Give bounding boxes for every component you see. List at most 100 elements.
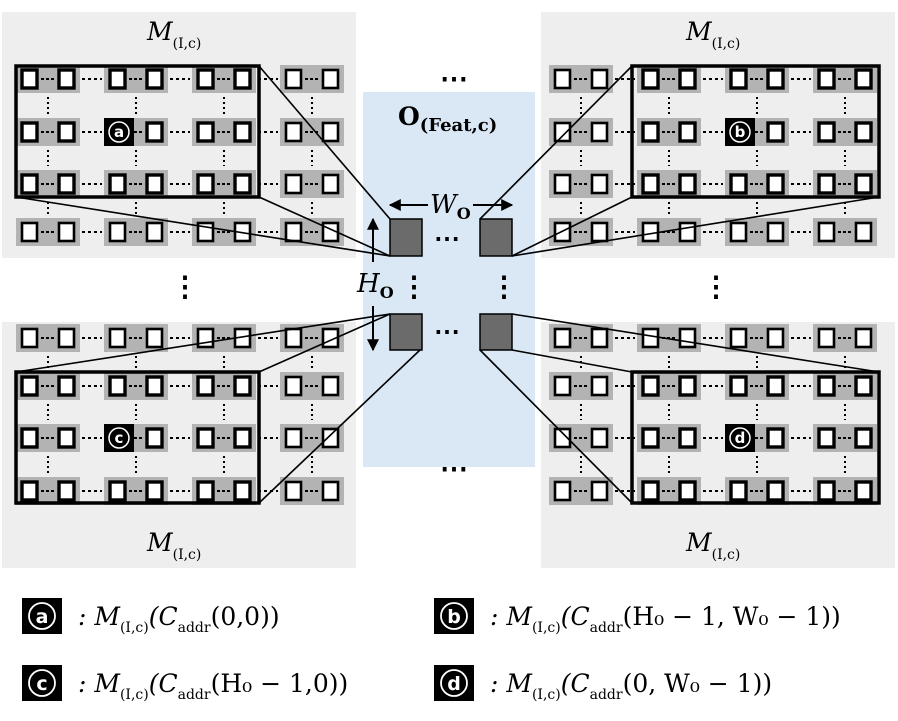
- memory-cell: [192, 372, 256, 400]
- marker-c: c: [104, 424, 134, 452]
- panel-label-bottom-left: M(I,c): [146, 528, 201, 563]
- projection-line: [258, 349, 421, 504]
- memory-cell: [725, 218, 789, 246]
- legend-item-a: a : M(I,c)(Caddr(0,0)): [22, 598, 280, 636]
- memory-cell: [104, 477, 168, 505]
- legend: a: M(I,c)(Caddr(0,0))b: M(I,c)(Caddr(H₀ …: [22, 598, 841, 703]
- legend-formula: : M(I,c)(Caddr(H₀ − 1, W₀ − 1)): [490, 602, 841, 636]
- receptive-field-box: [630, 64, 881, 199]
- memory-cell: [16, 424, 80, 452]
- legend-formula: : M(I,c)(Caddr(0,0)): [78, 602, 280, 636]
- memory-cell: [16, 170, 80, 198]
- memory-cell: [280, 477, 344, 505]
- legend-marker-letter: a: [36, 606, 49, 628]
- memory-cell: [280, 170, 344, 198]
- projection-line: [258, 313, 391, 373]
- memory-cell: [280, 65, 344, 93]
- memory-cell: [280, 372, 344, 400]
- memory-cell: [813, 372, 877, 400]
- marker-a: a: [104, 118, 134, 146]
- memory-cell: [280, 218, 344, 246]
- ellipsis-col-right: ⋮: [490, 270, 518, 303]
- ellipsis-row-bottom: ⋯: [434, 317, 460, 347]
- legend-formula: : M(I,c)(Caddr(0, W₀ − 1)): [490, 669, 772, 703]
- memory-cell: [549, 324, 613, 352]
- projection-line: [479, 349, 633, 504]
- memory-grids: a b c d: [14, 64, 881, 505]
- memory-cell: [725, 65, 789, 93]
- memory-cell: [549, 170, 613, 198]
- memory-cell: [104, 170, 168, 198]
- ellipsis-bottom: ⋯: [440, 452, 468, 485]
- memory-cell: [280, 118, 344, 146]
- memory-cell: [637, 424, 701, 452]
- memory-cell: [813, 218, 877, 246]
- projection-line: [511, 196, 633, 257]
- memory-cell: [104, 372, 168, 400]
- memory-cell: [549, 372, 613, 400]
- memory-cell: [16, 218, 80, 246]
- memory-cell: [549, 65, 613, 93]
- memory-cell: [637, 170, 701, 198]
- memory-cell: [549, 424, 613, 452]
- memory-cell: [813, 324, 877, 352]
- memory-cell: [104, 65, 168, 93]
- ellipsis-panel-left: ⋮: [171, 270, 199, 303]
- memory-cell: [637, 372, 701, 400]
- panel-label-bottom-right: M(I,c): [685, 528, 740, 563]
- svg-text:a: a: [114, 123, 124, 141]
- memory-cell: [813, 424, 877, 452]
- memory-cell: [104, 218, 168, 246]
- output-pixel-top-right: [479, 218, 513, 257]
- svg-text:b: b: [735, 123, 746, 141]
- memory-cell: [192, 477, 256, 505]
- memory-cell: [813, 65, 877, 93]
- memory-cell: [637, 218, 701, 246]
- memory-cell: [192, 324, 256, 352]
- projection-line: [511, 313, 880, 373]
- width-label: WO: [430, 190, 471, 223]
- memory-cell: [16, 324, 80, 352]
- panel-label-top-right: M(I,c): [685, 17, 740, 52]
- memory-cell: [725, 477, 789, 505]
- receptive-field-box: [630, 370, 881, 505]
- legend-item-d: d : M(I,c)(Caddr(0, W₀ − 1)): [434, 665, 772, 703]
- output-pixel-bottom-left: [389, 313, 423, 351]
- memory-cell: [813, 170, 877, 198]
- projection-line: [15, 313, 391, 373]
- memory-cell: [637, 118, 701, 146]
- marker-b: b: [725, 118, 755, 146]
- output-label: O(Feat,c): [398, 102, 497, 136]
- memory-cell: [549, 477, 613, 505]
- legend-marker-letter: c: [36, 673, 47, 695]
- projection-line: [258, 196, 391, 257]
- memory-cell: [192, 170, 256, 198]
- memory-cell: [192, 218, 256, 246]
- ellipsis-row-top: ⋯: [434, 224, 460, 254]
- projection-lines: [15, 65, 880, 504]
- marker-d: d: [725, 424, 755, 452]
- output-pixel-top-left: [389, 218, 423, 257]
- memory-cell: [637, 477, 701, 505]
- memory-cell: [280, 424, 344, 452]
- legend-item-c: c: M(I,c)(Caddr(H₀ − 1,0)): [22, 665, 348, 703]
- ellipsis-top: ⋯: [440, 62, 468, 95]
- ellipsis-col-left: ⋮: [400, 270, 428, 303]
- panel-label-top-left: M(I,c): [146, 17, 201, 52]
- memory-cell: [549, 118, 613, 146]
- memory-cell: [192, 65, 256, 93]
- memory-cell: [725, 372, 789, 400]
- svg-text:c: c: [115, 429, 124, 447]
- memory-cell: [813, 477, 877, 505]
- svg-text:d: d: [735, 429, 746, 447]
- ellipsis-panel-right: ⋮: [702, 270, 730, 303]
- memory-cell: [637, 65, 701, 93]
- legend-marker-letter: d: [447, 673, 461, 695]
- memory-cell: [16, 477, 80, 505]
- projection-line: [511, 349, 633, 373]
- output-pixel-bottom-right: [479, 313, 513, 351]
- memory-cell: [192, 424, 256, 452]
- memory-cell: [16, 372, 80, 400]
- output-feature-region: [363, 92, 535, 467]
